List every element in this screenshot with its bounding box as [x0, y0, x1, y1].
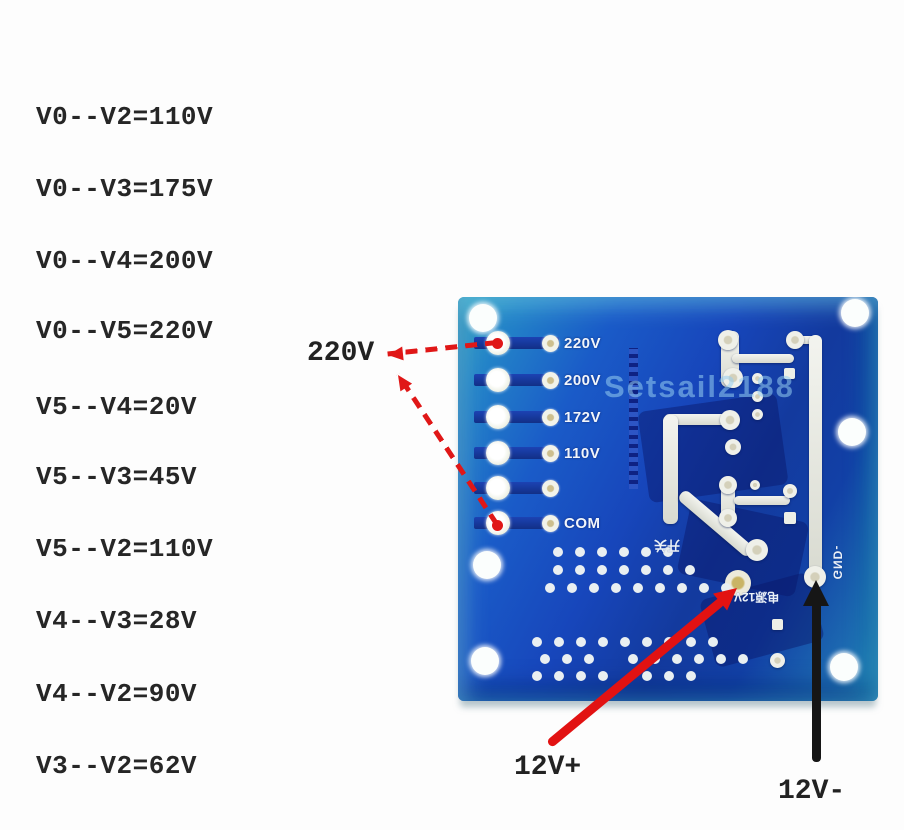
solder-pad: [542, 335, 559, 352]
silkscreen-component-outline: [625, 345, 642, 492]
pcb-trace: [664, 414, 734, 425]
dashed-arrow-line: [395, 372, 500, 526]
arrowhead-icon: [387, 346, 404, 362]
trace-pad: [719, 476, 737, 494]
trace-pad: [718, 330, 738, 350]
pin-label-110v: 110V: [564, 445, 601, 462]
trace-pad-square: [772, 619, 783, 630]
dashed-arrow-line: [387, 340, 498, 357]
trace-pad: [770, 653, 785, 668]
pad-12v-plus: [725, 570, 751, 596]
arrow-tail-dot: [492, 338, 503, 349]
edge-pad-spare: [486, 476, 510, 500]
red-arrow-line: [546, 596, 726, 748]
pcb-trace: [732, 354, 794, 363]
trace-pad: [783, 484, 797, 498]
trace-pad-square: [784, 368, 795, 379]
pcb-board: 220V 200V 172V 110V COM: [458, 297, 878, 701]
trace-pad: [723, 368, 743, 388]
dc-negative-label: 12V-: [778, 776, 846, 807]
voltage-reading: V4--V2=90V: [36, 679, 198, 709]
edge-pad-110v: [486, 441, 510, 465]
trace-pad: [719, 509, 737, 527]
pin-label-200v: 200V: [564, 372, 602, 389]
solder-pad: [542, 480, 559, 497]
voltage-reading: V3--V2=62V: [36, 751, 198, 781]
via-pad: [752, 373, 763, 384]
mounting-hole: [838, 418, 866, 446]
trace-pad: [725, 439, 741, 455]
via-pad: [752, 409, 763, 420]
via-pad: [750, 480, 760, 490]
mounting-hole: [469, 304, 497, 332]
output-voltage-label: 220V: [307, 338, 375, 369]
voltage-reading: V4--V3=28V: [36, 606, 198, 636]
arrow-tail-dot: [492, 520, 503, 531]
edge-pad-172v: [486, 405, 510, 429]
pcb-trace-gnd: [809, 335, 822, 581]
voltage-reading: V0--V4=200V: [36, 246, 214, 276]
pin-label-172v: 172V: [564, 409, 602, 426]
trace-pad: [720, 410, 740, 430]
trace-pad: [746, 539, 768, 561]
pcb-trace: [734, 496, 790, 505]
trace-pad-square: [784, 512, 796, 524]
mounting-hole: [471, 647, 499, 675]
solder-pad: [542, 409, 559, 426]
voltage-reading: V0--V2=110V: [36, 102, 214, 132]
black-arrowhead-icon: [803, 580, 829, 606]
trace-pad: [786, 331, 804, 349]
watermark: Setsail2188: [604, 369, 795, 404]
mounting-hole: [841, 299, 869, 327]
voltage-reading: V5--V2=110V: [36, 534, 214, 564]
dc-positive-label: 12V+: [514, 752, 582, 783]
pin-label-com: COM: [564, 515, 601, 532]
voltage-reading: V5--V3=45V: [36, 462, 198, 492]
via-pad: [752, 391, 763, 402]
edge-pad-200v: [486, 368, 510, 392]
solder-pad: [542, 372, 559, 389]
pcb-trace: [794, 336, 820, 344]
solder-pad: [542, 515, 559, 532]
black-arrow-line: [812, 600, 821, 762]
mounting-hole: [830, 653, 858, 681]
mounting-hole: [473, 551, 501, 579]
solder-pad: [542, 445, 559, 462]
pcb-trace: [663, 415, 678, 524]
voltage-reading: V5--V4=20V: [36, 392, 198, 422]
voltage-reading: V0--V3=175V: [36, 174, 214, 204]
pin-label-220v: 220V: [564, 335, 602, 352]
voltage-reading: V0--V5=220V: [36, 316, 214, 346]
